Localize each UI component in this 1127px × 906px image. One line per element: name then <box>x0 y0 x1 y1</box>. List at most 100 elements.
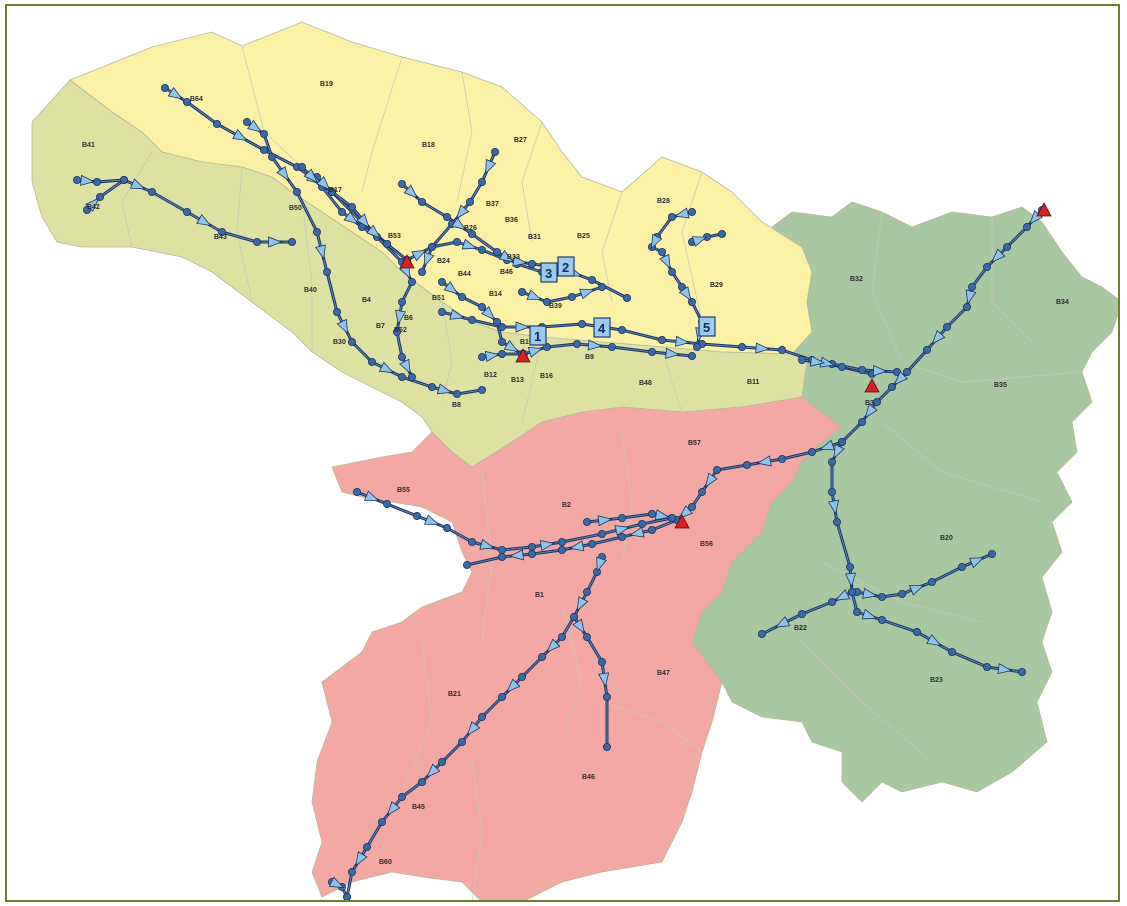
junction-node-icon[interactable] <box>412 511 421 520</box>
junction-node-icon[interactable] <box>648 526 657 535</box>
junction-node-icon[interactable] <box>259 129 268 138</box>
junction-node-icon[interactable] <box>477 385 486 394</box>
junction-node-icon[interactable] <box>347 868 356 877</box>
junction-node-icon[interactable] <box>903 367 912 376</box>
junction-node-icon[interactable] <box>538 653 547 662</box>
junction-node-icon[interactable] <box>598 530 607 539</box>
junction-node-icon[interactable] <box>833 518 842 527</box>
junction-node-icon[interactable] <box>983 663 992 672</box>
junction-node-icon[interactable] <box>362 843 371 852</box>
junction-node-icon[interactable] <box>497 553 506 562</box>
junction-node-icon[interactable] <box>242 118 251 127</box>
outlet-triangle-icon[interactable] <box>1036 202 1052 217</box>
junction-node-icon[interactable] <box>347 337 356 346</box>
junction-node-icon[interactable] <box>377 818 386 827</box>
junction-node-icon[interactable] <box>160 84 169 93</box>
junction-node-icon[interactable] <box>397 793 406 802</box>
junction-node-icon[interactable] <box>873 397 882 406</box>
junction-node-icon[interactable] <box>477 352 486 361</box>
junction-node-icon[interactable] <box>878 616 887 625</box>
junction-node-icon[interactable] <box>928 578 937 587</box>
junction-node-icon[interactable] <box>352 487 361 496</box>
junction-node-icon[interactable] <box>988 550 997 559</box>
junction-node-icon[interactable] <box>828 457 837 466</box>
junction-node-icon[interactable] <box>497 349 506 358</box>
junction-node-icon[interactable] <box>492 247 501 256</box>
junction-node-icon[interactable] <box>297 162 306 171</box>
junction-node-icon[interactable] <box>558 546 567 555</box>
junction-node-icon[interactable] <box>397 179 406 188</box>
junction-node-icon[interactable] <box>983 262 992 271</box>
junction-node-icon[interactable] <box>417 197 426 206</box>
junction-node-icon[interactable] <box>828 598 837 607</box>
junction-node-icon[interactable] <box>427 382 436 391</box>
junction-node-icon[interactable] <box>477 302 486 311</box>
junction-node-icon[interactable] <box>583 518 592 527</box>
junction-node-icon[interactable] <box>623 293 632 302</box>
junction-node-icon[interactable] <box>923 345 932 354</box>
junction-node-icon[interactable] <box>417 778 426 787</box>
junction-node-icon[interactable] <box>437 307 446 316</box>
junction-node-icon[interactable] <box>808 447 817 456</box>
junction-node-icon[interactable] <box>963 302 972 311</box>
junction-node-icon[interactable] <box>497 546 506 555</box>
outlet-label-1[interactable]: 1 <box>529 325 547 346</box>
junction-node-icon[interactable] <box>658 335 667 344</box>
junction-node-icon[interactable] <box>347 202 356 211</box>
junction-node-icon[interactable] <box>848 588 857 597</box>
junction-node-icon[interactable] <box>147 187 156 196</box>
junction-node-icon[interactable] <box>948 648 957 657</box>
junction-node-icon[interactable] <box>578 319 587 328</box>
junction-node-icon[interactable] <box>427 242 436 251</box>
junction-node-icon[interactable] <box>267 152 276 161</box>
junction-node-icon[interactable] <box>583 588 592 597</box>
junction-node-icon[interactable] <box>858 365 867 374</box>
junction-node-icon[interactable] <box>312 227 321 236</box>
junction-node-icon[interactable] <box>603 743 612 752</box>
junction-node-icon[interactable] <box>477 713 486 722</box>
junction-node-icon[interactable] <box>83 205 92 214</box>
junction-node-icon[interactable] <box>778 345 787 354</box>
junction-node-icon[interactable] <box>397 297 406 306</box>
junction-node-icon[interactable] <box>798 610 807 619</box>
junction-node-icon[interactable] <box>518 287 527 296</box>
junction-node-icon[interactable] <box>292 187 301 196</box>
junction-node-icon[interactable] <box>452 389 461 398</box>
junction-node-icon[interactable] <box>442 212 451 221</box>
junction-node-icon[interactable] <box>968 282 977 291</box>
junction-node-icon[interactable] <box>638 520 647 529</box>
junction-node-icon[interactable] <box>407 372 416 381</box>
junction-node-icon[interactable] <box>598 282 607 291</box>
junction-node-icon[interactable] <box>543 297 552 306</box>
junction-node-icon[interactable] <box>698 487 707 496</box>
junction-node-icon[interactable] <box>658 247 667 256</box>
junction-node-icon[interactable] <box>437 758 446 767</box>
junction-node-icon[interactable] <box>758 630 767 639</box>
junction-node-icon[interactable] <box>382 499 391 508</box>
junction-node-icon[interactable] <box>477 177 486 186</box>
junction-node-icon[interactable] <box>467 229 476 238</box>
junction-node-icon[interactable] <box>568 292 577 301</box>
junction-node-icon[interactable] <box>490 147 499 156</box>
junction-node-icon[interactable] <box>558 633 567 642</box>
junction-node-icon[interactable] <box>648 509 657 518</box>
junction-node-icon[interactable] <box>465 197 474 206</box>
junction-node-icon[interactable] <box>1023 222 1032 231</box>
junction-node-icon[interactable] <box>437 277 446 286</box>
junction-node-icon[interactable] <box>958 563 967 572</box>
junction-node-icon[interactable] <box>73 175 82 184</box>
junction-node-icon[interactable] <box>743 460 752 469</box>
junction-node-icon[interactable] <box>337 207 346 216</box>
junction-node-icon[interactable] <box>693 342 702 351</box>
junction-node-icon[interactable] <box>322 267 331 276</box>
junction-node-icon[interactable] <box>603 693 612 702</box>
outlet-triangle-icon[interactable] <box>674 514 690 529</box>
junction-node-icon[interactable] <box>477 245 486 254</box>
junction-node-icon[interactable] <box>417 267 426 276</box>
junction-node-icon[interactable] <box>397 352 406 361</box>
junction-node-icon[interactable] <box>853 608 862 617</box>
junction-node-icon[interactable] <box>528 259 537 268</box>
junction-node-icon[interactable] <box>518 673 527 682</box>
junction-node-icon[interactable] <box>182 207 191 216</box>
junction-node-icon[interactable] <box>497 693 506 702</box>
